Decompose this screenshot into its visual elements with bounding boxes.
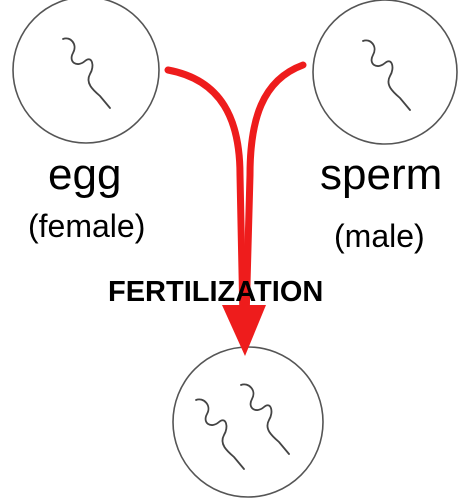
sperm-cell bbox=[312, 0, 458, 145]
arrow-from-sperm bbox=[242, 61, 307, 324]
zygote-cell bbox=[172, 346, 324, 498]
arrow-head bbox=[222, 305, 266, 356]
egg-cell-membrane bbox=[12, 0, 160, 144]
egg-chromosome bbox=[62, 37, 111, 109]
zygote-chromosome-left bbox=[195, 398, 245, 470]
sperm-cell-membrane bbox=[312, 0, 458, 145]
sperm-label: sperm bbox=[320, 150, 443, 199]
arrow-from-egg bbox=[164, 66, 247, 324]
fertilization-arrow bbox=[164, 61, 307, 356]
zygote-chromosome-right bbox=[240, 383, 290, 455]
fertilization-label: FERTILIZATION bbox=[108, 276, 324, 308]
zygote-cell-membrane bbox=[172, 346, 324, 498]
sperm-chromosome bbox=[362, 39, 411, 111]
egg-sex-label: (female) bbox=[28, 208, 146, 244]
egg-cell bbox=[12, 0, 160, 144]
sperm-sex-label: (male) bbox=[334, 218, 425, 254]
egg-label: egg bbox=[48, 150, 122, 199]
